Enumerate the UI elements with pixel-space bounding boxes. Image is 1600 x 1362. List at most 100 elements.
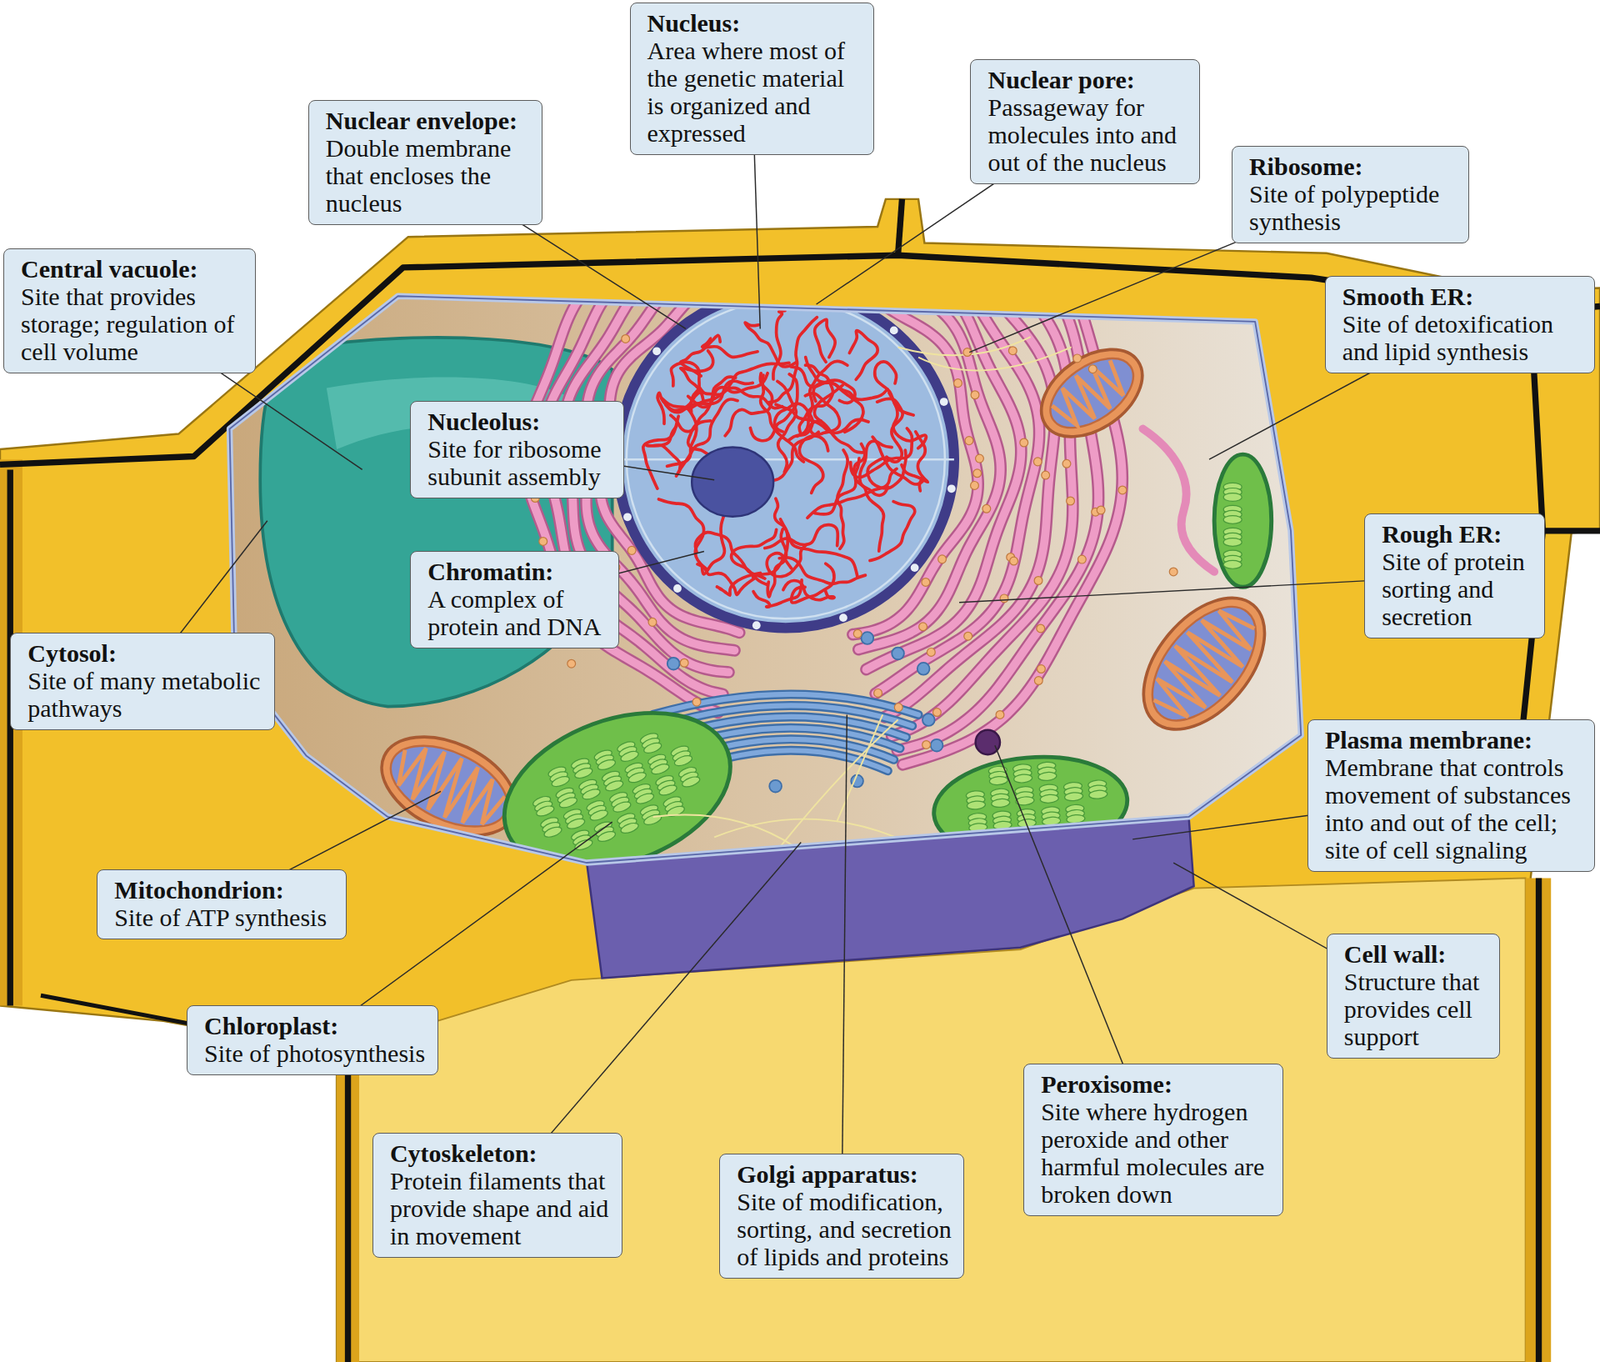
ribosome [993, 298, 1002, 307]
granum [581, 786, 602, 801]
chloroplast [482, 684, 752, 899]
nuclear-pore-symbol [910, 563, 920, 572]
mitochondrion-inner [1038, 344, 1146, 442]
cell-wall-drawing [0, 199, 1600, 1362]
granum [1223, 493, 1242, 502]
callout-box: Peroxisome:Site where hydrogen peroxide … [1023, 1063, 1284, 1216]
chromatin-fiber [815, 319, 836, 362]
callout-heading: Cell wall: [1344, 940, 1493, 968]
granum [573, 837, 594, 852]
ribosome [1077, 555, 1086, 564]
callout-heading: Chromatin: [427, 557, 612, 585]
chromatin-fiber [657, 390, 702, 425]
granum [535, 804, 555, 819]
ribosome [964, 631, 973, 640]
peroxisome [975, 730, 1000, 755]
ribosome [954, 379, 963, 388]
cell-wall-face [0, 459, 23, 1005]
plasma-membrane [230, 295, 1302, 863]
callout-box: Cell wall:Structure that provides cell s… [1326, 933, 1500, 1059]
ribosome [909, 285, 918, 295]
callout-heading: Nucleolus: [427, 407, 617, 435]
mitochondrion-outer [1025, 331, 1158, 455]
ribosome [1036, 624, 1045, 633]
callout-heading: Golgi apparatus: [736, 1160, 957, 1188]
chromatin-fiber [688, 373, 768, 408]
leader-line [841, 714, 847, 1216]
granum [542, 825, 563, 840]
ribosome [681, 270, 690, 279]
granum [589, 808, 610, 823]
ribosome [853, 629, 862, 638]
callout-heading: Central vacuole: [20, 255, 249, 283]
nuclear-pore-symbol [810, 289, 820, 298]
golgi-vesicle [930, 739, 944, 752]
chromatin-fiber [790, 366, 855, 404]
golgi-vesicle [891, 647, 905, 660]
callout-heading: Peroxisome: [1040, 1070, 1276, 1098]
callout-box: Central vacuole:Site that provides stora… [3, 248, 256, 374]
nuclear-pore-symbol [623, 512, 632, 521]
ribosome [1029, 293, 1038, 302]
chromatin-fiber [773, 310, 785, 380]
granum [1223, 538, 1242, 547]
cytoskeleton-filament [836, 714, 883, 822]
ribosome [982, 504, 991, 513]
callout-text: Site of protein sorting and secretion [1381, 547, 1537, 630]
cytosol [230, 295, 1302, 863]
ribosome [1073, 354, 1082, 363]
granum [966, 800, 986, 810]
granum [573, 765, 594, 780]
granum [1223, 560, 1242, 569]
callout-heading: Ribosome: [1249, 152, 1462, 180]
nuclear-pore-symbol [752, 620, 761, 630]
cell-body [230, 295, 1302, 978]
chromatin-fiber [753, 580, 802, 607]
granum [596, 757, 617, 772]
chloroplast-envelope [930, 749, 1132, 864]
callout-text: Site that provides storage; regulation o… [20, 282, 249, 365]
middle-lamella [0, 199, 1600, 1362]
chromatin [643, 310, 928, 608]
ribosome [926, 276, 935, 285]
callout-text: Site of polypeptide synthesis [1249, 180, 1462, 235]
granum [989, 775, 1009, 786]
ribosome [680, 658, 689, 667]
golgi-vesicle [769, 780, 782, 793]
callout-text: Double membrane that encloses the nucleu… [325, 134, 535, 217]
nuclear-pore-symbol [940, 397, 949, 406]
callout-box: Cytosol:Site of many metabolic pathways [10, 632, 275, 730]
ribosome [926, 647, 935, 656]
mitochondrion-inner [1132, 588, 1275, 740]
callout-text: Protein filaments that provide shape and… [390, 1166, 615, 1250]
granum [620, 820, 640, 835]
granum [1013, 773, 1033, 784]
chromatin-fiber [680, 335, 721, 376]
callout-heading: Chloroplast: [204, 1011, 431, 1040]
mitochondrion-inner [378, 729, 520, 843]
chloroplast [930, 749, 1132, 864]
chromatin-fiber [860, 440, 892, 495]
ribosome [1096, 505, 1105, 515]
ribosome [853, 281, 862, 290]
callout-box: Nucleus:Area where most of the genetic m… [630, 2, 875, 155]
callout-box: Smooth ER:Site of detoxification and lip… [1325, 275, 1595, 374]
callout-text: Site of photosynthesis [204, 1039, 431, 1067]
ribosome [1041, 470, 1050, 480]
middle-lamella-line [1542, 527, 1600, 534]
granum [658, 783, 679, 798]
callout-box: Rough ER:Site of protein sorting and sec… [1364, 513, 1545, 639]
granum [642, 812, 663, 827]
plasma-membrane-edge [230, 295, 1302, 863]
chromatin-fiber [752, 498, 788, 577]
callout-heading: Mitochondrion: [114, 875, 340, 904]
chloroplast-envelope [1214, 454, 1272, 587]
callout-text: Site of modification, sorting, and secre… [736, 1187, 957, 1270]
golgi-vesicle [917, 662, 930, 675]
chromatin-fiber [777, 380, 796, 472]
cell-wall-face [336, 1043, 360, 1362]
ribosome [919, 622, 928, 631]
ribosome [1066, 496, 1075, 505]
ribosome [1065, 279, 1074, 288]
